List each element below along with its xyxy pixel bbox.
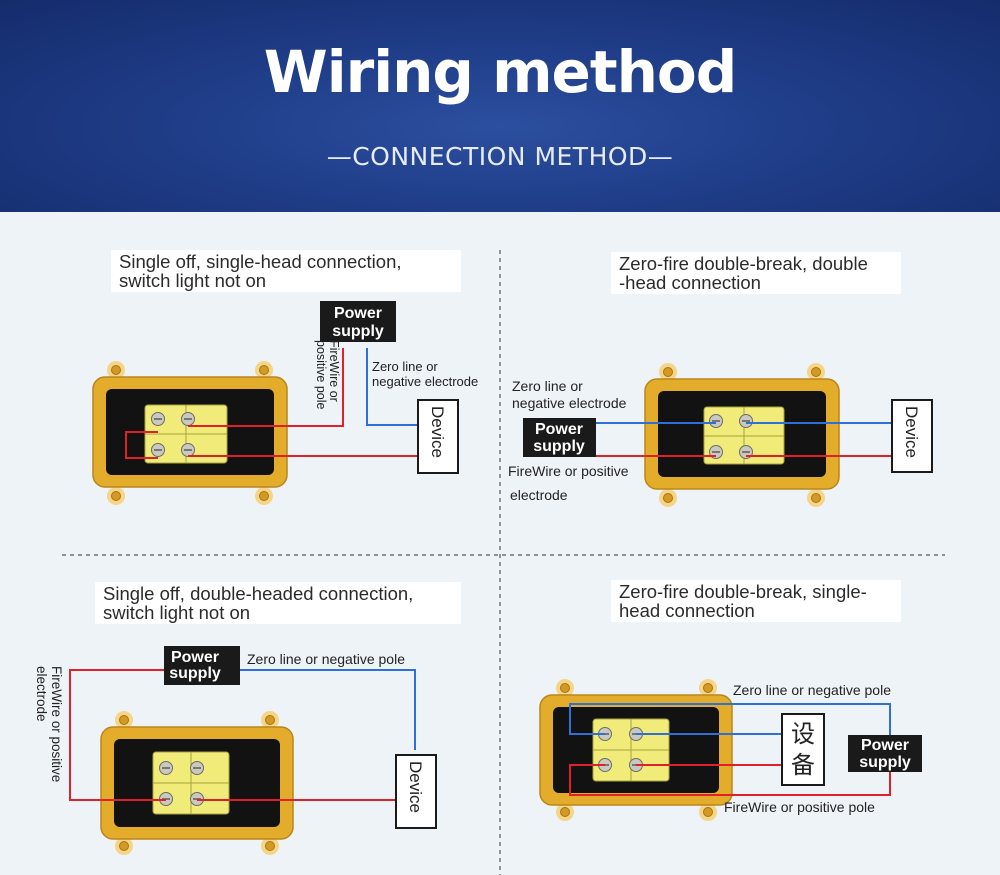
- panel-1-caption: Single off, single-head connection, swit…: [111, 250, 461, 292]
- mount-hole: [806, 488, 826, 508]
- neutral-wire: [366, 348, 418, 426]
- neutral-wire-label: Zero line or negative pole: [733, 682, 891, 698]
- terminal-screw: [180, 411, 196, 427]
- panel-1-device: [417, 399, 459, 474]
- panel-4-caption-line2: head connection: [619, 600, 755, 621]
- neutral-wire: [569, 703, 891, 735]
- neutral-wire-label: negative electrode: [512, 395, 627, 411]
- wiring-diagrams: Power supply FireWire or positive pole Z…: [34, 250, 945, 875]
- live-wire-label: electrode: [34, 666, 49, 722]
- panel-3-device: [395, 754, 437, 829]
- panel-2-power-supply: [523, 418, 596, 457]
- panel-1-power-supply: [320, 301, 396, 342]
- panel-4-caption: Zero-fire double-break, single- head con…: [611, 580, 901, 622]
- header-banner: Wiring method —CONNECTION METHOD—: [0, 0, 1000, 212]
- neutral-wire-label: Zero line or: [372, 359, 438, 374]
- live-wire: [569, 764, 891, 796]
- live-wire-label: FireWire or positive: [508, 463, 629, 479]
- power-supply-label: Power: [171, 649, 219, 666]
- neutral-wire: [240, 669, 416, 750]
- device-label: Device: [428, 406, 447, 458]
- power-supply-label: supply: [332, 323, 384, 340]
- mount-hole: [106, 486, 126, 506]
- power-supply-label: Power: [861, 737, 909, 754]
- terminal-screw: [150, 442, 166, 458]
- panel-3-power-supply: [164, 646, 240, 685]
- power-supply-label: supply: [169, 665, 221, 682]
- neutral-wire-label: negative electrode: [372, 374, 478, 389]
- page-subtitle: —CONNECTION METHOD—: [326, 142, 674, 171]
- panel-2-caption-line1: Zero-fire double-break, double: [619, 253, 868, 274]
- mount-hole: [254, 486, 274, 506]
- page-title: Wiring method: [263, 38, 738, 106]
- panel-1-diagram: Power supply FireWire or positive pole Z…: [92, 301, 478, 506]
- neutral-wire-label: Zero line or: [512, 378, 583, 394]
- panel-3-diagram: Power supply Zero line or negative pole …: [34, 646, 437, 856]
- panel-2-caption: Zero-fire double-break, double -head con…: [611, 252, 901, 294]
- panel-3-switch: [100, 710, 294, 856]
- power-supply-label: Power: [535, 421, 583, 438]
- diagram-area: Single off, single-head connection, swit…: [0, 212, 1000, 875]
- panel-4-power-supply: [848, 735, 922, 772]
- panel-2-caption-line2: -head connection: [619, 272, 761, 293]
- live-wire: [69, 669, 166, 801]
- live-wire-label: electrode: [510, 487, 568, 503]
- device-label: 备: [791, 752, 815, 779]
- device-label: 设: [791, 721, 815, 748]
- terminal-screw: [189, 760, 205, 776]
- live-wire-label: FireWire or positive pole: [724, 799, 875, 815]
- terminal-screw: [738, 413, 754, 429]
- panel-3-caption-line1: Single off, double-headed connection,: [103, 583, 414, 604]
- power-supply-label: supply: [533, 438, 585, 455]
- terminal-screw: [708, 413, 724, 429]
- panel-2-switch: [644, 362, 840, 508]
- mount-hole: [658, 488, 678, 508]
- live-wire-label: positive pole: [314, 340, 328, 410]
- panel-2-diagram: Zero line or negative electrode Power su…: [508, 362, 933, 508]
- live-wire-label: FireWire or: [327, 340, 341, 402]
- power-supply-label: supply: [859, 754, 911, 771]
- panel-3-caption: Single off, double-headed connection, sw…: [95, 582, 461, 624]
- terminal-screw: [158, 760, 174, 776]
- panel-1-caption-line1: Single off, single-head connection,: [119, 251, 402, 272]
- panel-4-switch: [539, 678, 733, 822]
- device-label: Device: [902, 406, 921, 458]
- panel-3-caption-line2: switch light not on: [103, 602, 251, 623]
- device-label: Device: [406, 761, 425, 813]
- panel-1-switch: [92, 360, 288, 506]
- live-wire: [188, 348, 344, 427]
- panel-4-device: [781, 713, 825, 786]
- live-wire-label: FireWire or positive: [49, 666, 64, 782]
- power-supply-label: Power: [334, 305, 382, 322]
- jumper-wire: [125, 431, 158, 459]
- neutral-wire-label: Zero line or negative pole: [247, 651, 405, 667]
- panel-1-caption-line2: switch light not on: [119, 270, 267, 291]
- panel-2-device: [891, 399, 933, 473]
- terminal-screw: [180, 442, 196, 458]
- terminal-screw: [150, 411, 166, 427]
- panel-4-diagram: Zero line or negative pole 设 备 Power sup…: [539, 678, 922, 822]
- panel-4-caption-line1: Zero-fire double-break, single-: [619, 581, 867, 602]
